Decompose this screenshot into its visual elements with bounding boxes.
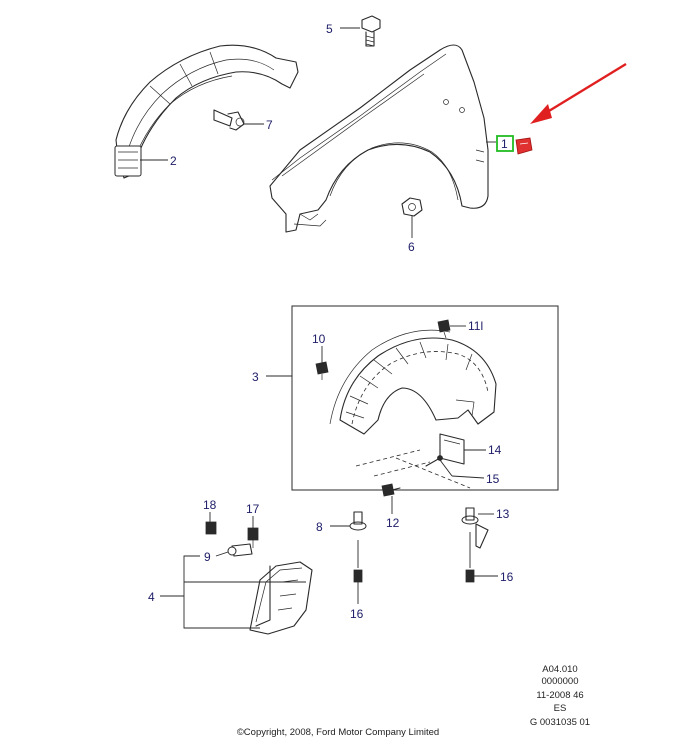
fastener-part-18[interactable] bbox=[205, 521, 217, 535]
callout-13: 13 bbox=[496, 507, 510, 521]
front-fender-part-1[interactable] bbox=[269, 44, 489, 233]
fastener-part-16-right[interactable] bbox=[465, 532, 475, 583]
callout-10: 10 bbox=[312, 332, 326, 346]
callout-12: 12 bbox=[386, 516, 400, 530]
callout-2: 2 bbox=[170, 154, 177, 168]
callout-15: 15 bbox=[486, 472, 500, 486]
callout-18: 18 bbox=[203, 498, 217, 512]
red-arrow-icon bbox=[530, 62, 627, 124]
reference-block: A04.010 0000000 11-2008 46 ES G 0031035 … bbox=[530, 664, 590, 728]
pin-part-9[interactable] bbox=[227, 543, 253, 557]
callout-8: 8 bbox=[316, 520, 323, 534]
bolt-part-12[interactable] bbox=[381, 483, 401, 497]
callout-16-right: 16 bbox=[500, 570, 514, 584]
rivet-part-8[interactable] bbox=[349, 511, 367, 531]
clip-part-10[interactable] bbox=[315, 361, 329, 380]
fastener-part-17[interactable] bbox=[247, 527, 259, 548]
callout-14: 14 bbox=[488, 443, 502, 457]
detail-box-part-3 bbox=[291, 305, 559, 491]
callout-9: 9 bbox=[204, 550, 211, 564]
reference-line-3: 11-2008 46 bbox=[536, 690, 583, 701]
highlight-box bbox=[496, 135, 514, 152]
wheel-arch-liner-part-2[interactable] bbox=[114, 44, 299, 179]
callout-3: 3 bbox=[252, 370, 259, 384]
callout-11: 11l bbox=[468, 319, 483, 333]
reference-line-4: ES bbox=[554, 703, 567, 714]
mud-flap-part-4[interactable] bbox=[249, 561, 313, 635]
callout-1: 1 bbox=[501, 137, 508, 151]
fender-liner-part-3[interactable] bbox=[329, 329, 497, 435]
clip-part-13[interactable] bbox=[461, 507, 489, 549]
callout-17: 17 bbox=[246, 502, 260, 516]
splash-flap-part-14[interactable] bbox=[439, 433, 465, 465]
callout-7: 7 bbox=[266, 118, 273, 132]
copyright-text: ©Copyright, 2008, Ford Motor Company Lim… bbox=[237, 727, 439, 738]
push-clip-part-7[interactable] bbox=[213, 109, 245, 131]
callout-6: 6 bbox=[408, 240, 415, 254]
fastener-part-16-left[interactable] bbox=[353, 540, 363, 583]
reference-line-1: A04.010 bbox=[542, 664, 577, 675]
callout-16-left: 16 bbox=[350, 607, 364, 621]
leader-lines bbox=[140, 27, 498, 629]
callout-5: 5 bbox=[326, 22, 333, 36]
reference-line-2: 0000000 bbox=[542, 676, 579, 687]
callout-labels: 5 2 7 6 1 3 10 11l 14 15 12 8 13 16 16 1… bbox=[148, 22, 514, 621]
reference-line-5: G 0031035 01 bbox=[530, 717, 590, 728]
highlighted-part-1[interactable] bbox=[515, 137, 533, 155]
bolt-part-5[interactable] bbox=[361, 15, 381, 47]
clip-part-11[interactable] bbox=[437, 319, 451, 339]
screw-part-15[interactable] bbox=[425, 455, 443, 467]
callout-4: 4 bbox=[148, 590, 155, 604]
nut-part-6[interactable] bbox=[401, 197, 423, 217]
